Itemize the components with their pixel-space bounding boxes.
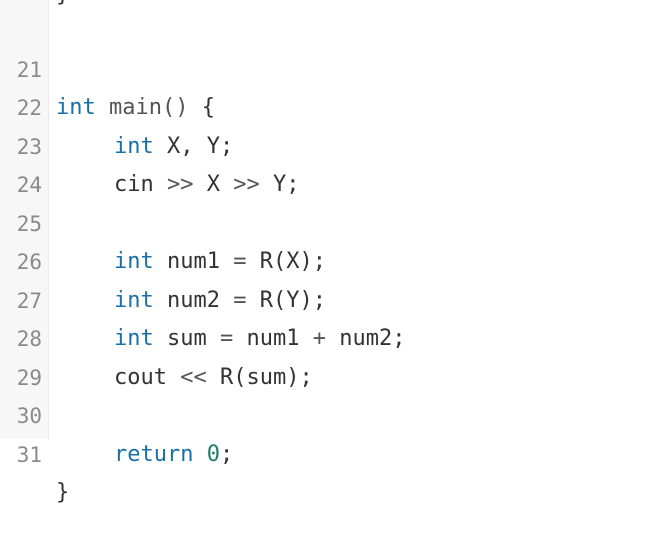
code-lines[interactable]: 21 int main() { 22 int X, Y; 23 cin >> X…	[0, 12, 649, 506]
line-code[interactable]: int num1 = R(X);	[56, 243, 326, 282]
code-token: Y;	[259, 172, 300, 197]
line-number: 28	[16, 327, 42, 351]
code-token: X	[193, 172, 234, 197]
keyword-token: int	[114, 133, 154, 159]
code-token: R(sum);	[206, 364, 313, 390]
line-number: 30	[16, 404, 42, 428]
brace-token: {	[188, 95, 215, 120]
parens-token: ()	[161, 95, 189, 120]
line-code[interactable]: return 0;	[56, 436, 233, 475]
code-line[interactable]: 21 int main() {	[0, 12, 649, 121]
line-number: 25	[16, 211, 42, 236]
line-number: 24	[16, 173, 42, 197]
code-line[interactable]: 24	[0, 128, 649, 197]
operator-token: <<	[180, 364, 207, 390]
code-token: cin	[114, 172, 167, 197]
number-literal-token: 0	[206, 441, 220, 467]
space-token	[193, 442, 206, 467]
code-line[interactable]: 29	[0, 320, 649, 390]
line-number: 29	[16, 365, 42, 390]
code-line[interactable]: 22 int X, Y;	[0, 51, 649, 159]
operator-token: =	[233, 249, 247, 274]
code-token: ;	[219, 441, 234, 467]
operator-token: =	[219, 326, 234, 351]
function-name-token: main	[109, 95, 162, 120]
keyword-token: int	[114, 249, 154, 274]
code-line[interactable]: 26 int num2 = R(Y);	[0, 205, 649, 313]
code-line[interactable]: 27 int sum = num1 + num2;	[0, 243, 649, 352]
code-token: R(X);	[246, 249, 326, 274]
line-number: 26	[16, 250, 42, 274]
code-token: num2;	[325, 326, 406, 351]
line-number: 22	[16, 96, 42, 120]
code-token: num1	[153, 249, 234, 274]
brace-token: }	[56, 480, 70, 505]
operator-token: =	[233, 287, 247, 313]
code-line[interactable]: 25 int num1 = R(X);	[0, 166, 649, 275]
gutter-divider	[48, 0, 49, 439]
line-code[interactable]: cin >> X >> Y;	[56, 166, 299, 205]
code-line[interactable]: 30 return 0;	[0, 359, 649, 467]
code-line[interactable]: 31 }	[0, 397, 649, 506]
keyword-token: int	[114, 326, 154, 351]
line-number: 23	[16, 134, 42, 159]
line-code[interactable]: int main() {	[56, 89, 215, 128]
line-code[interactable]: int X, Y;	[56, 128, 233, 167]
line-number-gutter	[0, 0, 48, 439]
line-code[interactable]: cout << R(sum);	[56, 359, 313, 398]
clipped-closing-brace: }	[56, 0, 69, 6]
code-token: num1	[233, 326, 313, 351]
code-token: R(Y);	[246, 287, 326, 313]
code-token: sum	[153, 326, 220, 351]
code-token: cout	[114, 364, 181, 390]
keyword-token: int	[56, 95, 96, 120]
line-code[interactable]: int sum = num1 + num2;	[56, 320, 405, 359]
line-number: 31	[16, 442, 42, 467]
line-code[interactable]: }	[56, 474, 69, 513]
line-code[interactable]: int num2 = R(Y);	[56, 282, 326, 321]
keyword-token: int	[114, 287, 154, 313]
line-number: 21	[16, 57, 42, 82]
code-line[interactable]: 23 cin >> X >> Y;	[0, 89, 649, 198]
operator-token: +	[312, 326, 326, 351]
code-token: X, Y;	[153, 133, 234, 159]
operator-token: >>	[166, 172, 194, 197]
code-token: num2	[153, 287, 234, 313]
operator-token: >>	[233, 172, 260, 197]
line-number: 27	[16, 288, 42, 313]
code-editor[interactable]: } 21 int main() { 22 int X, Y; 23 cin >>…	[0, 0, 649, 506]
code-line[interactable]: 28 cout << R(sum);	[0, 282, 649, 390]
keyword-token: return	[114, 441, 194, 467]
